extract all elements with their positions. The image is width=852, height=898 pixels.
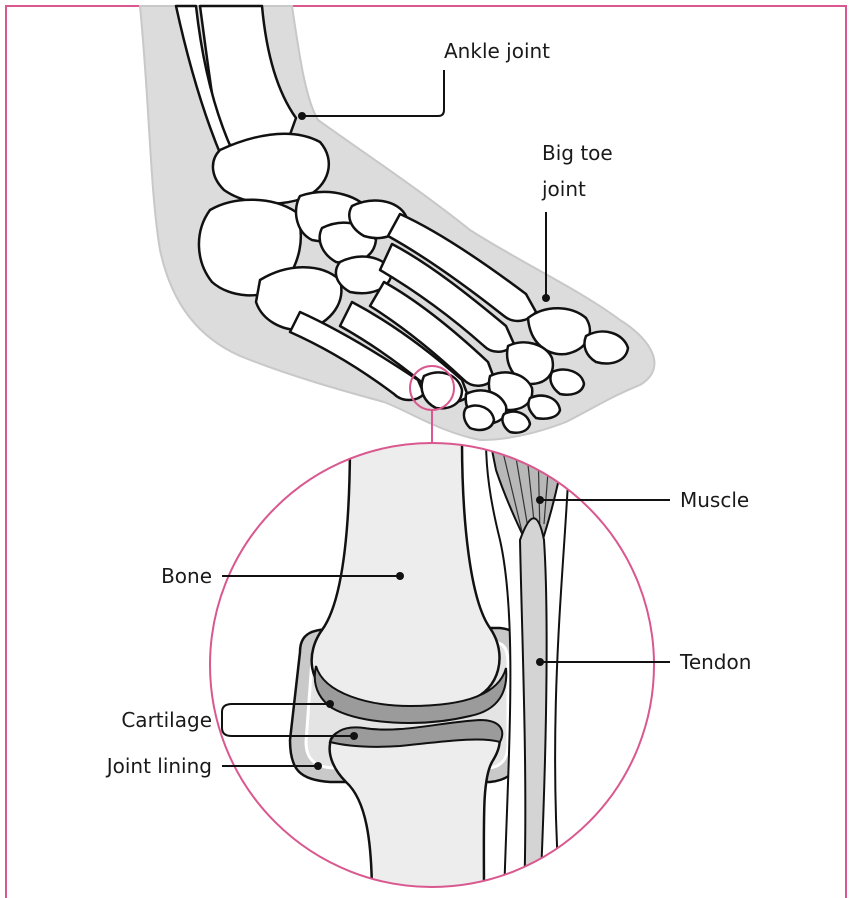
toe-5-tip (464, 406, 494, 430)
joint-cross-section (210, 440, 654, 898)
toe-4-tip (502, 412, 530, 433)
label-big-toe-joint-line2: joint (541, 177, 586, 201)
toe-5-phalanges (422, 372, 462, 408)
toe-2-tip (550, 370, 584, 395)
label-muscle: Muscle (680, 488, 749, 512)
label-tendon: Tendon (679, 650, 751, 674)
label-cartilage: Cartilage (121, 708, 212, 732)
ankle-joint-leader (302, 70, 444, 116)
label-ankle-joint: Ankle joint (444, 39, 550, 63)
label-bone: Bone (161, 564, 212, 588)
label-big-toe-joint-line1: Big toe (542, 141, 613, 165)
label-joint-lining: Joint lining (105, 754, 212, 778)
big-toe-distal-phalanx (584, 332, 628, 364)
foot-illustration (140, 6, 654, 442)
